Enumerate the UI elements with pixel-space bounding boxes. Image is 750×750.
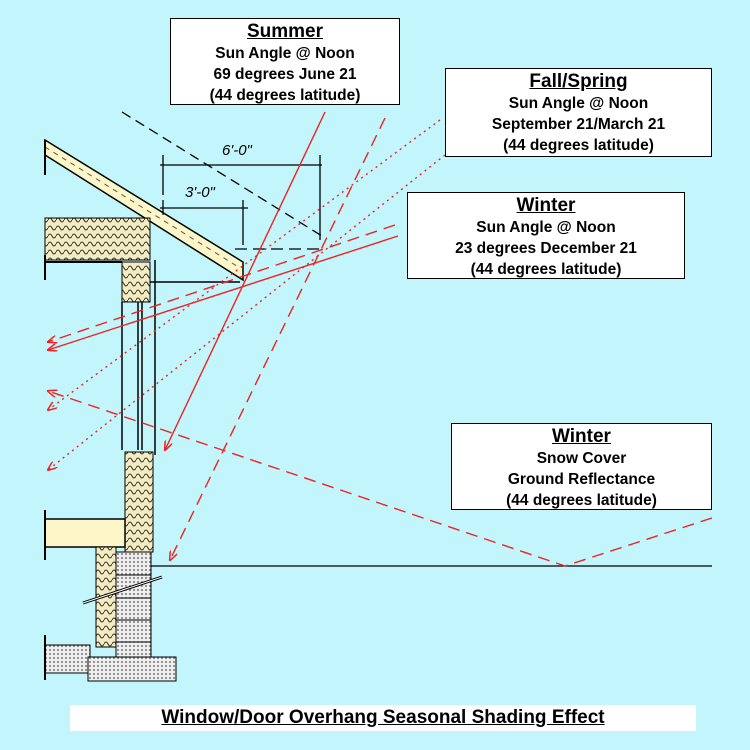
winter-ray — [48, 235, 399, 350]
winter-snow-line: Snow Cover — [536, 450, 627, 467]
dimension-6ft: 6'-0" — [222, 142, 252, 159]
fall-spring-line: Sun Angle @ Noon — [508, 95, 649, 112]
fall-spring-line: September 21/March 21 — [491, 116, 666, 133]
winter-ray-6ft — [48, 224, 396, 342]
equinox-ray-6ft — [48, 154, 446, 470]
footing — [87, 656, 177, 682]
winter-heading: Winter — [516, 195, 576, 216]
summer-line: 69 degrees June 21 — [213, 66, 357, 83]
header — [121, 261, 151, 303]
wall-insulation — [124, 451, 154, 553]
attic-insulation — [44, 217, 151, 261]
equinox-ray — [48, 119, 441, 410]
fall-spring-heading: Fall/Spring — [529, 71, 628, 92]
winter-line: 23 degrees December 21 — [455, 240, 637, 257]
diagram-title: Window/Door Overhang Seasonal Shading Ef… — [70, 705, 696, 731]
winter-snow-box: Winter Snow Cover Ground Reflectance (44… — [451, 423, 712, 510]
summer-box: Summer Sun Angle @ Noon 69 degrees June … — [170, 18, 400, 105]
winter-line: Sun Angle @ Noon — [476, 219, 616, 236]
fall-spring-box: Fall/Spring Sun Angle @ Noon September 2… — [445, 68, 712, 157]
window-frame — [121, 302, 143, 450]
summer-heading: Summer — [246, 21, 324, 42]
snow-reflect-ray — [48, 391, 713, 567]
dimension-3ft: 3'-0" — [185, 184, 215, 201]
fall-spring-line: (44 degrees latitude) — [503, 137, 654, 154]
diagram-title-text: Window/Door Overhang Seasonal Shading Ef… — [161, 707, 605, 728]
summer-ray-6ft — [170, 117, 386, 560]
winter-snow-line: Ground Reflectance — [507, 471, 656, 488]
floor-joist — [44, 518, 126, 548]
summer-line: (44 degrees latitude) — [209, 87, 361, 104]
winter-box: Winter Sun Angle @ Noon 23 degrees Decem… — [407, 192, 685, 279]
roof-rafter — [44, 138, 244, 282]
foundation-wall — [115, 551, 152, 658]
winter-snow-heading: Winter — [552, 426, 611, 447]
sun-rays — [48, 111, 713, 567]
summer-line: Sun Angle @ Noon — [215, 45, 355, 62]
slab — [44, 644, 91, 674]
summer-ray — [165, 111, 326, 450]
winter-snow-line: (44 degrees latitude) — [506, 492, 657, 509]
winter-line: (44 degrees latitude) — [470, 261, 622, 278]
dimension-lines — [121, 111, 323, 250]
